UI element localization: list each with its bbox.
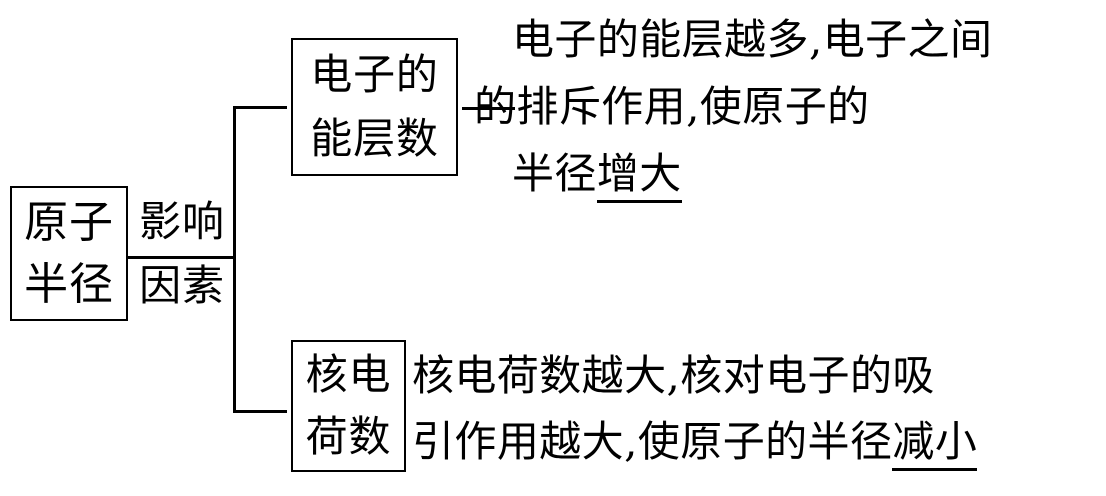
root-node-line-1: 原子 bbox=[24, 196, 114, 248]
branch-node-nuclear-charge: 核电 荷数 bbox=[291, 340, 406, 472]
root-node-atomic-radius: 原子 半径 bbox=[10, 186, 128, 321]
branch-two-node-line-1: 核电 bbox=[305, 350, 392, 399]
branch-one-description-line-1: 电子的能层越多,电子之间 bbox=[512, 15, 993, 64]
root-node-line-2: 半径 bbox=[24, 258, 114, 310]
branch-two-description: 核电荷数越大,核对电子的吸 引作用越大,使原子的半径减小 bbox=[412, 343, 978, 475]
bracket-arm-bottom-line bbox=[233, 410, 287, 413]
branch-one-node-line-2: 能层数 bbox=[310, 114, 439, 163]
branch-two-node-line-2: 荷数 bbox=[305, 412, 392, 461]
branch-one-node-line-1: 电子的 bbox=[310, 50, 439, 99]
branch-two-description-line-2-emphasis: 减小 bbox=[892, 417, 978, 471]
branch-node-electron-shell-count: 电子的 能层数 bbox=[291, 38, 458, 176]
edge-label-rule bbox=[128, 256, 236, 259]
branch-one-description-line-3-emphasis: 增大 bbox=[596, 149, 682, 203]
branch-two-description-line-1: 核电荷数越大,核对电子的吸 bbox=[412, 351, 935, 400]
branch-one-description-line-3-plain: 半径 bbox=[512, 149, 597, 198]
edge-label-line-2: 因素 bbox=[139, 261, 225, 310]
bracket-arm-top-line bbox=[233, 106, 287, 109]
branch-one-description-line-3: 半径增大 bbox=[512, 140, 992, 207]
bracket-trunk-line bbox=[233, 106, 236, 413]
branch-one-description-line-2: 的排斥作用,使原子的 bbox=[474, 82, 870, 131]
branch-one-description: 电子的能层越多,电子之间 的排斥作用,使原子的 半径增大 bbox=[474, 6, 993, 207]
edge-label-line-1: 影响 bbox=[139, 197, 225, 246]
branch-two-description-line-2: 引作用越大,使原子的半径减小 bbox=[412, 409, 978, 475]
edge-label-influencing-factors: 影响 因素 bbox=[130, 188, 234, 320]
branch-one-connector-dash bbox=[462, 107, 515, 110]
branch-two-description-line-2-plain: 引作用越大,使原子的半径 bbox=[412, 417, 893, 466]
